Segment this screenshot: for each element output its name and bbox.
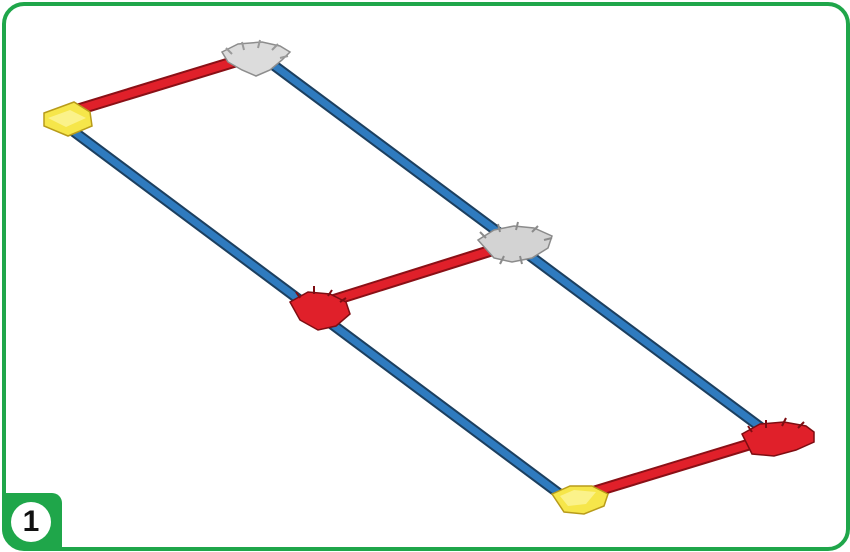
rod-middle-red — [312, 238, 518, 311]
connector-top-left — [43, 101, 93, 137]
step-badge: 1 — [2, 493, 62, 548]
connector-bottom-left — [550, 485, 609, 515]
connector-bottom-right — [741, 417, 815, 457]
connector-top-right — [220, 39, 292, 77]
step-number: 1 — [11, 502, 51, 542]
connector-middle-left — [288, 286, 351, 331]
connector-middle-right — [476, 221, 553, 265]
rod-top-red — [64, 51, 256, 118]
